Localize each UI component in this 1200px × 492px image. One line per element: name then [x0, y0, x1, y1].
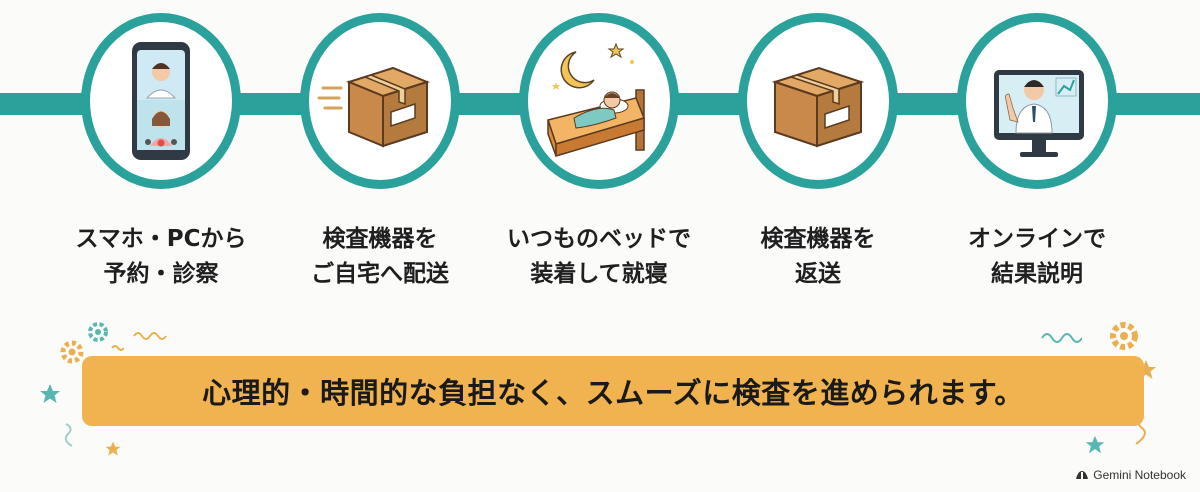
star-icon [1085, 435, 1105, 454]
return-box-icon [771, 66, 865, 148]
smartphone-video-call-icon [132, 42, 190, 160]
step-3: いつものベッドで 装着して就寝 [494, 0, 704, 300]
step-1-circle [81, 13, 241, 189]
step-3-label: いつものベッドで 装着して就寝 [494, 222, 704, 292]
step-4-label: 検査機器を 返送 [713, 222, 923, 292]
squiggle-icon [64, 423, 73, 447]
wave-icon [133, 332, 167, 340]
step-2: 検査機器を ご自宅へ配送 [275, 0, 485, 300]
step-3-circle [519, 13, 679, 189]
step-2-label-line1: 検査機器を [322, 226, 438, 252]
step-1-label-line1: スマホ・PCから [75, 226, 247, 252]
step-2-label: 検査機器を ご自宅へ配送 [275, 222, 485, 292]
step-1-label-line2: 予約・診察 [103, 261, 219, 287]
gear-icon [1110, 322, 1138, 350]
step-2-label-line2: ご自宅へ配送 [311, 261, 449, 287]
step-1-label: スマホ・PCから 予約・診察 [56, 222, 266, 292]
online-doctor-monitor-icon [994, 70, 1084, 157]
star-icon [40, 384, 60, 403]
step-1: スマホ・PCから 予約・診察 [56, 0, 266, 300]
sleeping-in-bed-icon [547, 42, 646, 158]
step-3-label-line1: いつものベッドで [507, 226, 691, 252]
step-4-label-line1: 検査機器を [760, 226, 876, 252]
step-3-label-line2: 装着して就寝 [530, 261, 668, 287]
summary-banner: 心理的・時間的な負担なく、スムーズに検査を進められます。 [82, 356, 1144, 426]
brand-logo-icon [1076, 471, 1089, 479]
step-5-label-line1: オンラインで [968, 226, 1106, 252]
step-5-label: オンラインで 結果説明 [932, 222, 1142, 292]
step-5-circle [957, 13, 1117, 189]
wave-icon [1041, 333, 1082, 343]
delivery-box-icon [317, 66, 430, 148]
step-5-label-line2: 結果説明 [991, 261, 1083, 287]
step-2-circle [300, 13, 460, 189]
step-4-circle [738, 13, 898, 189]
summary-banner-text: 心理的・時間的な負担なく、スムーズに検査を進められます。 [202, 376, 1024, 410]
step-4-label-line2: 返送 [795, 261, 841, 287]
brand-watermark: Gemini Notebook [1075, 468, 1186, 482]
gear-icon [60, 322, 124, 364]
brand-text: Gemini Notebook [1093, 468, 1186, 482]
star-icon [105, 441, 121, 456]
step-4: 検査機器を 返送 [713, 0, 923, 300]
step-5: オンラインで 結果説明 [932, 0, 1142, 300]
